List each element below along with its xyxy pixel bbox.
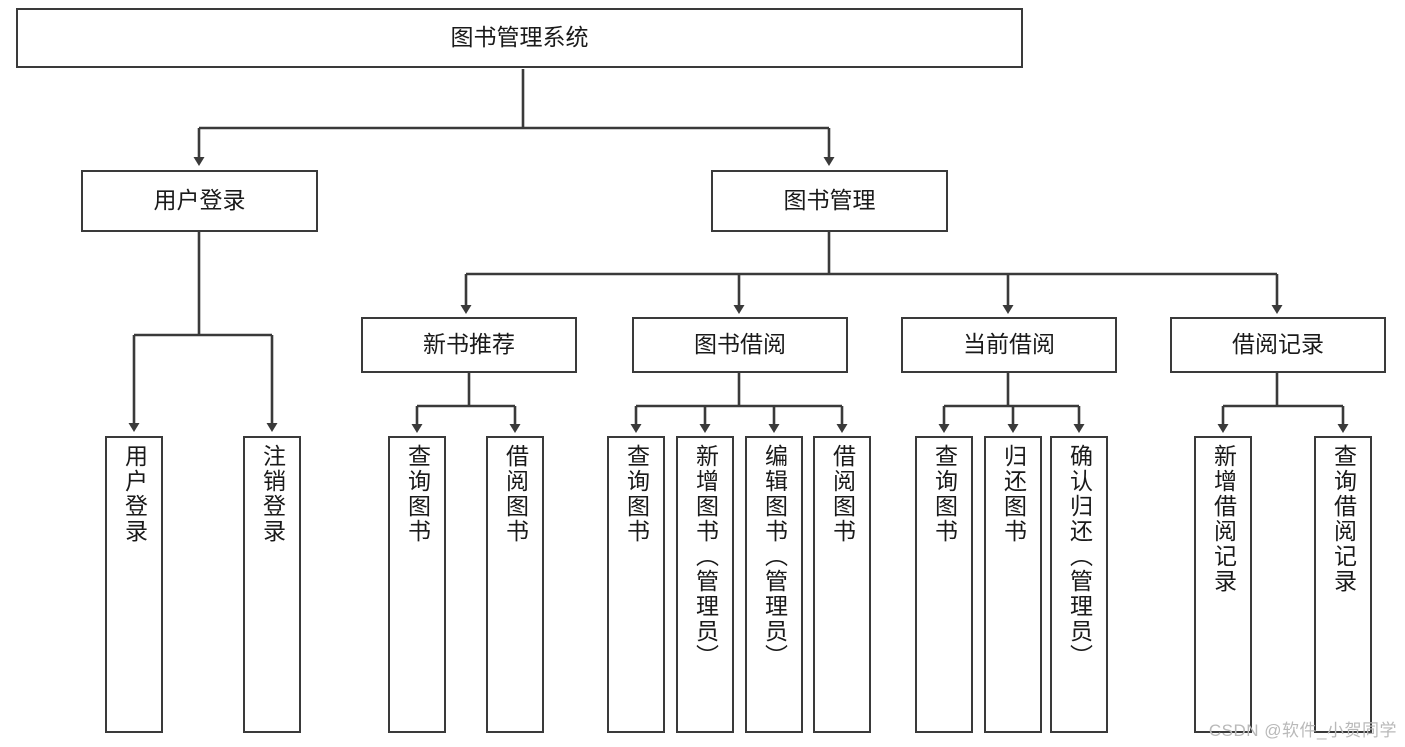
node-label: 借阅图书 [829, 444, 856, 544]
node-label: 新书推荐 [423, 331, 515, 358]
leaf-borrow-record-query-record[interactable]: 查询借阅记录 [1314, 436, 1372, 733]
node-label: 归还图书 [1000, 444, 1027, 544]
node-label: 查询借阅记录 [1330, 444, 1357, 594]
watermark-text: CSDN @软件_小贺同学 [1208, 721, 1397, 740]
node-label: 图书借阅 [694, 331, 786, 358]
node-label: 借阅记录 [1232, 331, 1324, 358]
node-label: 查询图书 [931, 444, 958, 544]
leaf-book-borrow-query-books[interactable]: 查询图书 [607, 436, 665, 733]
leaf-book-borrow-borrow-books[interactable]: 借阅图书 [813, 436, 871, 733]
leaf-new-book-borrow-books[interactable]: 借阅图书 [486, 436, 544, 733]
node-label: 当前借阅 [963, 331, 1055, 358]
node-label: 注销登录 [259, 444, 286, 544]
leaf-user-login-logout[interactable]: 注销登录 [243, 436, 301, 733]
leaf-borrow-record-add-record[interactable]: 新增借阅记录 [1194, 436, 1252, 733]
node-label: 用户登录 [153, 187, 246, 214]
node-label: 图书管理 [783, 187, 876, 214]
node-borrowing-records[interactable]: 借阅记录 [1170, 317, 1386, 373]
node-current-borrowing[interactable]: 当前借阅 [901, 317, 1117, 373]
leaf-new-book-query-books[interactable]: 查询图书 [388, 436, 446, 733]
node-label: 新增图书（管理员） [692, 444, 719, 669]
leaf-book-borrow-add-book-admin[interactable]: 新增图书（管理员） [676, 436, 734, 733]
node-label: 图书管理系统 [450, 24, 589, 51]
leaf-user-login-login[interactable]: 用户登录 [105, 436, 163, 733]
leaf-current-borrow-return-books[interactable]: 归还图书 [984, 436, 1042, 733]
node-label: 借阅图书 [502, 444, 529, 544]
node-new-book-recommendation[interactable]: 新书推荐 [361, 317, 577, 373]
leaf-current-borrow-query-books[interactable]: 查询图书 [915, 436, 973, 733]
node-label: 确认归还（管理员） [1066, 444, 1093, 669]
node-book-management[interactable]: 图书管理 [711, 170, 948, 232]
leaf-book-borrow-edit-book-admin[interactable]: 编辑图书（管理员） [745, 436, 803, 733]
node-book-borrowing[interactable]: 图书借阅 [632, 317, 848, 373]
node-label: 编辑图书（管理员） [761, 444, 788, 669]
node-label: 查询图书 [623, 444, 650, 544]
node-root-book-management-system[interactable]: 图书管理系统 [16, 8, 1023, 68]
node-label: 查询图书 [404, 444, 431, 544]
node-label: 用户登录 [121, 444, 148, 544]
node-label: 新增借阅记录 [1210, 444, 1237, 594]
leaf-current-borrow-confirm-return-admin[interactable]: 确认归还（管理员） [1050, 436, 1108, 733]
node-user-login[interactable]: 用户登录 [81, 170, 318, 232]
